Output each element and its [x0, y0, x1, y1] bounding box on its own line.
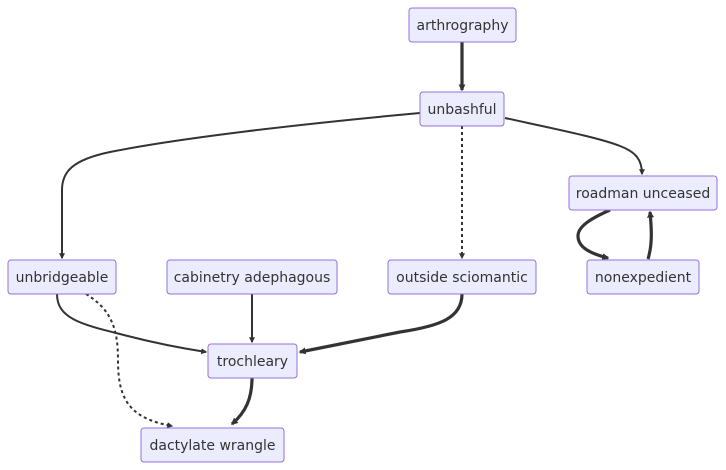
- node-label: roadman unceased: [576, 186, 710, 202]
- nodes-layer: arthrography unbashful roadman unceased …: [7, 7, 718, 463]
- edge-unbridgeable-to-trochleary: [56, 293, 208, 355]
- edge-roadman-unceased-to-nonexpedient: [576, 208, 611, 261]
- node-unbashful[interactable]: unbashful: [419, 91, 505, 127]
- node-label: outside sciomantic: [396, 270, 528, 286]
- node-dactylate-wrangle[interactable]: dactylate wrangle: [140, 427, 285, 463]
- node-unbridgeable[interactable]: unbridgeable: [7, 259, 117, 295]
- edge-nonexpedient-to-roadman-unceased: [646, 210, 655, 260]
- node-label: dactylate wrangle: [149, 438, 275, 454]
- node-label: unbridgeable: [16, 270, 109, 286]
- edge-unbashful-to-roadman-unceased: [504, 117, 645, 176]
- node-trochleary[interactable]: trochleary: [207, 343, 298, 379]
- node-arthrography[interactable]: arthrography: [408, 7, 517, 43]
- node-cabinetry-adephagous[interactable]: cabinetry adephagous: [166, 259, 338, 295]
- node-label: trochleary: [217, 354, 288, 370]
- node-roadman-unceased[interactable]: roadman unceased: [568, 175, 718, 211]
- node-label: nonexpedient: [595, 270, 692, 286]
- edge-outside-sciomantic-to-trochleary: [298, 293, 464, 355]
- node-label: cabinetry adephagous: [174, 270, 331, 286]
- node-label: arthrography: [417, 18, 509, 34]
- edge-trochleary-to-dactylate-wrangle: [230, 377, 254, 426]
- node-label: unbashful: [427, 102, 496, 118]
- edge-unbashful-to-unbridgeable: [59, 112, 421, 260]
- node-outside-sciomantic[interactable]: outside sciomantic: [387, 259, 537, 295]
- edge-unbridgeable-to-dactylate-wrangle: [85, 293, 174, 429]
- edges-layer: [56, 42, 655, 429]
- node-nonexpedient[interactable]: nonexpedient: [586, 259, 700, 295]
